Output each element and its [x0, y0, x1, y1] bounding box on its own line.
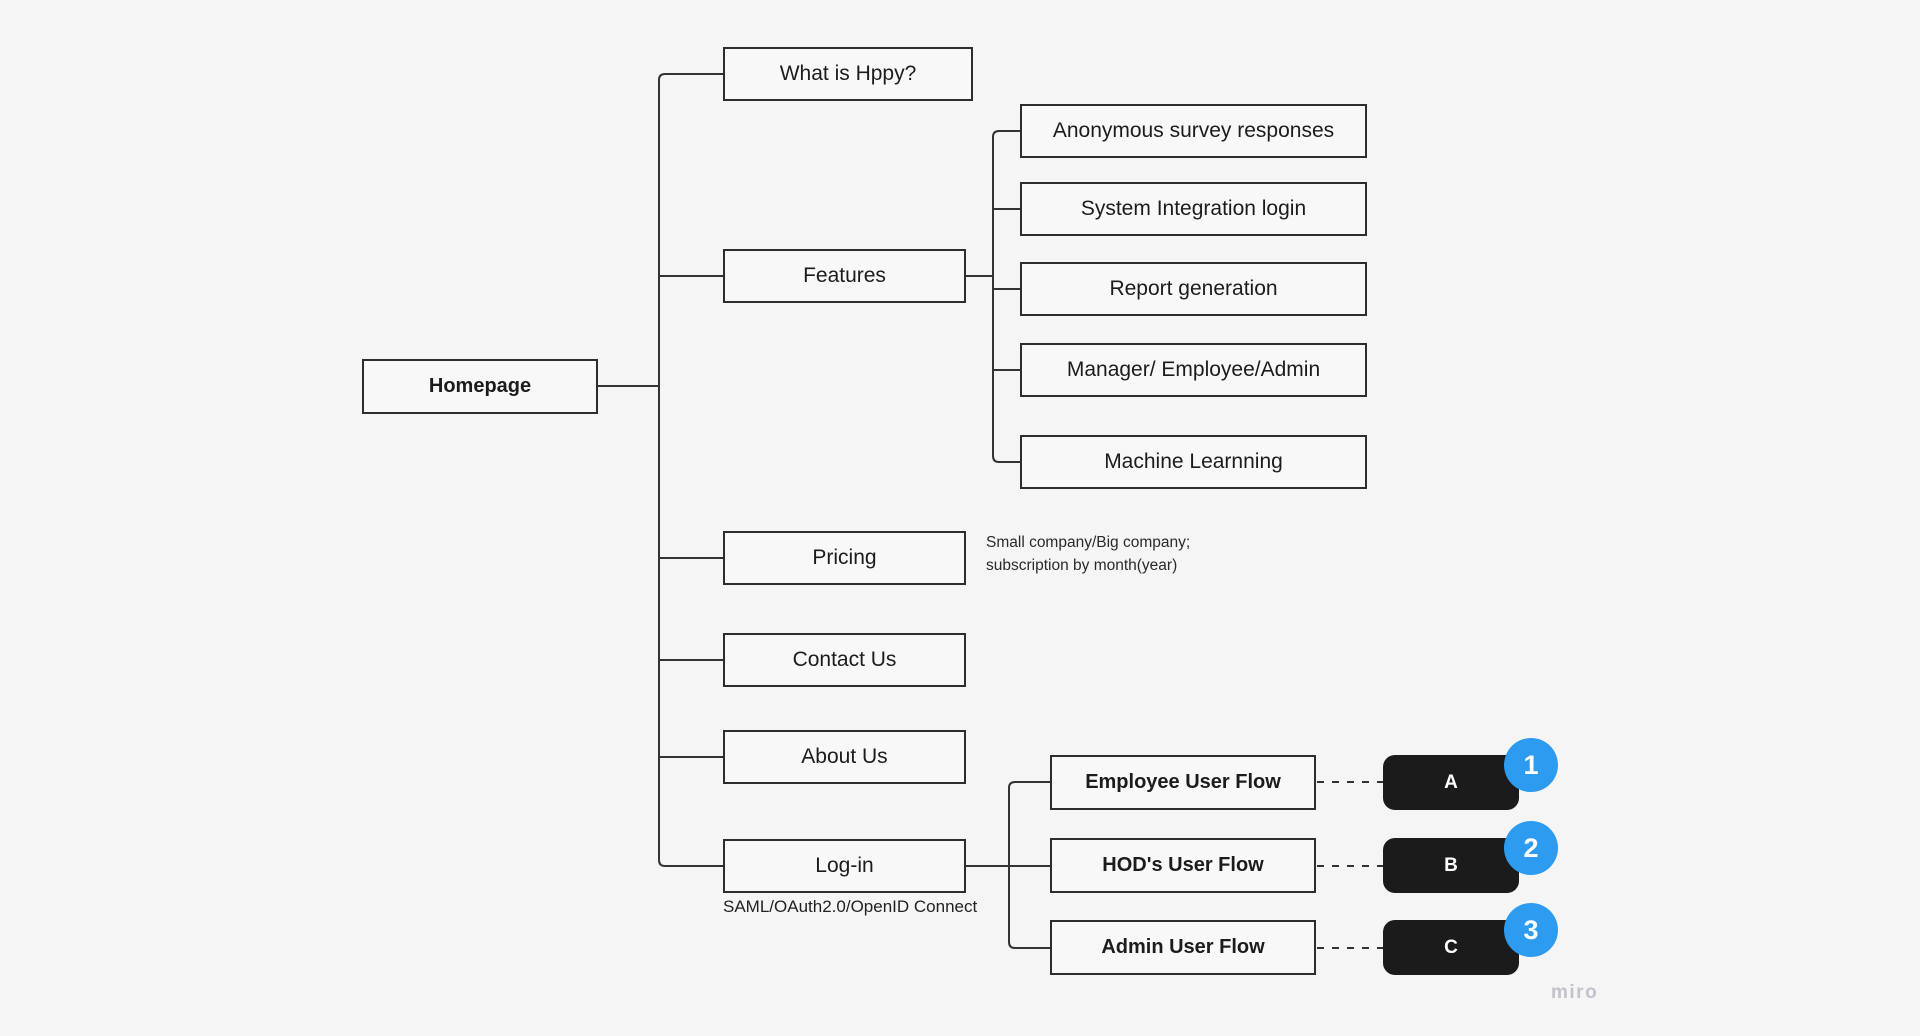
badge-2[interactable]: 2	[1504, 821, 1558, 875]
node-employee-user-flow[interactable]: Employee User Flow	[1050, 755, 1316, 810]
node-hods-user-flow[interactable]: HOD's User Flow	[1050, 838, 1316, 893]
badge-3[interactable]: 3	[1504, 903, 1558, 957]
node-system-integration-login[interactable]: System Integration login	[1020, 182, 1367, 236]
connector-login-trunk	[1008, 781, 1050, 949]
node-features[interactable]: Features	[723, 249, 966, 303]
node-homepage[interactable]: Homepage	[362, 359, 598, 414]
node-what-is-hppy[interactable]: What is Hppy?	[723, 47, 973, 101]
miro-watermark: miro	[1551, 982, 1599, 1003]
node-manager-employee-admin[interactable]: Manager/ Employee/Admin	[1020, 343, 1367, 397]
node-anonymous-survey-responses[interactable]: Anonymous survey responses	[1020, 104, 1367, 158]
login-note[interactable]: SAML/OAuth2.0/OpenID Connect	[723, 897, 978, 916]
node-machine-learnning[interactable]: Machine Learnning	[1020, 435, 1367, 489]
ref-node-b[interactable]: B	[1383, 838, 1519, 893]
ref-node-a[interactable]: A	[1383, 755, 1519, 810]
node-log-in[interactable]: Log-in	[723, 839, 966, 893]
pricing-note[interactable]: Small company/Big company; subscription …	[986, 531, 1190, 577]
node-about-us[interactable]: About Us	[723, 730, 966, 784]
connector-main-trunk	[658, 73, 723, 867]
node-contact-us[interactable]: Contact Us	[723, 633, 966, 687]
connector-features-trunk	[992, 130, 1020, 463]
pricing-note-line-1: Small company/Big company;	[986, 534, 1191, 551]
node-report-generation[interactable]: Report generation	[1020, 262, 1367, 316]
badge-1[interactable]: 1	[1504, 738, 1558, 792]
node-pricing[interactable]: Pricing	[723, 531, 966, 585]
pricing-note-line-2: subscription by month(year)	[986, 557, 1178, 574]
ref-node-c[interactable]: C	[1383, 920, 1519, 975]
node-admin-user-flow[interactable]: Admin User Flow	[1050, 920, 1316, 975]
